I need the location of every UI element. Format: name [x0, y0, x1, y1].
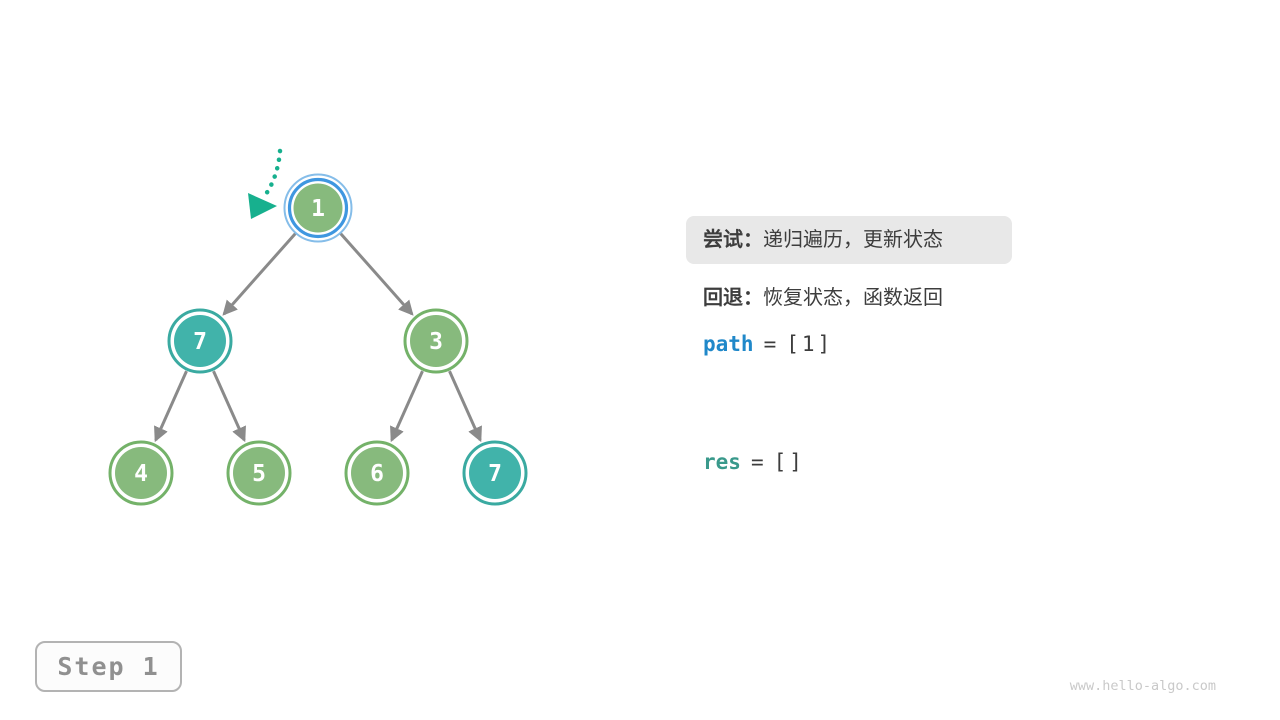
- edge-3-6: [390, 370, 424, 443]
- back-step-line: 回退：恢复状态，函数返回: [703, 281, 943, 310]
- edge-7-4: [154, 370, 188, 443]
- path-value: [1]: [786, 332, 834, 356]
- try-step-highlight: 尝试：递归遍历，更新状态: [686, 216, 1012, 264]
- node-value: 3: [429, 329, 443, 355]
- step-badge: Step 1: [35, 641, 182, 692]
- edge-1-7: [222, 231, 298, 316]
- edge-1-3: [338, 231, 414, 316]
- node-value: 1: [311, 196, 325, 222]
- tree-node-6: 6: [344, 440, 410, 506]
- res-variable-name: res: [703, 450, 741, 474]
- node-value: 7: [488, 461, 502, 487]
- edge-3-7: [448, 370, 482, 443]
- back-label: 回退：: [703, 287, 763, 309]
- res-variable-line: res = []: [703, 450, 805, 474]
- node-value: 7: [193, 329, 207, 355]
- node-value: 5: [252, 461, 266, 487]
- try-label: 尝试：: [703, 229, 763, 251]
- current-node-pointer-icon: [248, 148, 283, 219]
- tree-node-5: 5: [226, 440, 292, 506]
- watermark: www.hello-algo.com: [1069, 678, 1216, 694]
- tree-node-3: 3: [403, 308, 469, 374]
- path-variable-line: path = [1]: [703, 332, 833, 356]
- tree-edges: [154, 231, 482, 443]
- tree-node-7-left: 7: [167, 308, 233, 374]
- back-text: 恢复状态，函数返回: [763, 287, 943, 309]
- path-variable-name: path: [703, 332, 754, 356]
- edge-7-5: [212, 370, 246, 443]
- tree-node-7-right: 7: [462, 440, 528, 506]
- node-value: 6: [370, 461, 384, 487]
- try-text: 递归遍历，更新状态: [763, 229, 943, 251]
- res-value: []: [773, 450, 805, 474]
- path-equals: =: [763, 332, 777, 356]
- res-equals: =: [750, 450, 764, 474]
- try-step-line: 尝试：递归遍历，更新状态: [703, 216, 943, 264]
- tree-node-4: 4: [108, 440, 174, 506]
- tree-node-1: 1: [283, 173, 353, 243]
- node-value: 4: [134, 461, 148, 487]
- binary-tree-diagram: 1 7 3 4 5 6: [108, 148, 528, 506]
